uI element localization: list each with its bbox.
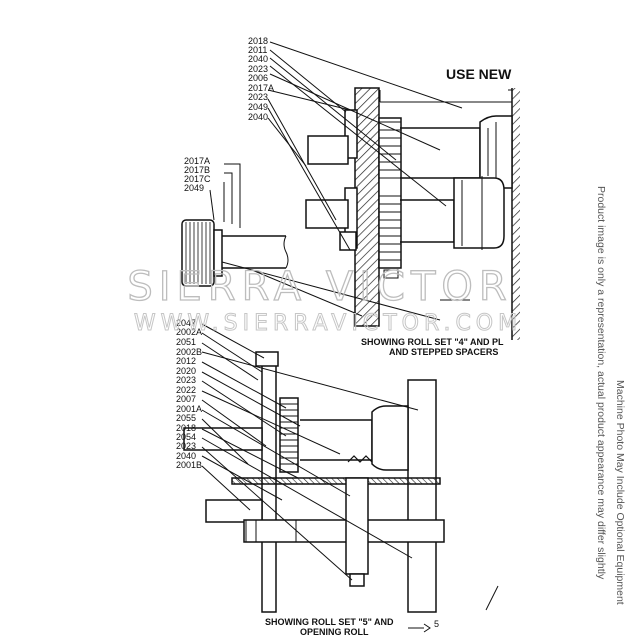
part-label: 2054: [176, 432, 196, 442]
part-label: 2023: [248, 92, 268, 102]
caption-top-line1: SHOWING ROLL SET "4" AND PL: [361, 337, 504, 347]
part-label: 2022: [176, 385, 196, 395]
spacer-gear-detail: [181, 219, 289, 287]
part-label: 2049: [184, 183, 204, 193]
part-label: 2012: [176, 356, 196, 366]
top-leader-lines: [209, 41, 463, 321]
part-label: 2017B: [184, 165, 210, 175]
part-label: 2017A: [248, 83, 274, 93]
part-label: 2040: [176, 451, 196, 461]
heading-use-new: USE NEW: [446, 66, 512, 82]
part-label: 2023: [176, 375, 196, 385]
side-note-line2: Machine Photo May Include Optional Equip…: [614, 380, 626, 605]
part-label: 2017A: [184, 156, 210, 166]
watermark-line2: WWW.SIERRAVICTOR.COM: [134, 311, 522, 336]
part-label: 2040: [248, 54, 268, 64]
part-label: 2017C: [184, 174, 211, 184]
part-label: 2023: [176, 441, 196, 451]
part-label: 2040: [248, 112, 268, 122]
bottom-mark: 5: [434, 619, 439, 629]
bottom-leader-lines: [201, 323, 419, 581]
watermark-line1: SIERRA VICTOR: [127, 264, 512, 310]
caption-bottom-line1: SHOWING ROLL SET "5" AND: [265, 617, 394, 627]
side-note-line1: Product image is only a representation, …: [595, 186, 607, 580]
watermark: SIERRA VICTOR WWW.SIERRAVICTOR.COM: [127, 263, 522, 336]
part-label: 2055: [176, 413, 196, 423]
part-label: 2023: [248, 64, 268, 74]
part-label: 2001A: [176, 404, 202, 414]
caption-bottom-line2: OPENING ROLL: [300, 627, 369, 637]
part-label: 2001B: [176, 460, 202, 470]
part-label: 2018: [248, 36, 268, 46]
part-label: 2006: [248, 73, 268, 83]
caption-top-line2: AND STEPPED SPACERS: [389, 347, 498, 357]
part-label: 2047: [176, 318, 196, 328]
bottom-part-labels: 2047 2002A 2051 2002B 2012 2020 2023 202…: [176, 318, 202, 470]
top-part-labels: 2018 2011 2040 2023 2006 2017A 2023 2049…: [184, 36, 274, 193]
part-label: 2002B: [176, 347, 202, 357]
part-label: 2007: [176, 394, 196, 404]
part-label: 2002A: [176, 327, 202, 337]
part-label: 2020: [176, 366, 196, 376]
side-disclaimer: Product image is only a representation, …: [595, 186, 626, 605]
top-assembly-drawing: [305, 87, 520, 340]
part-label: 2051: [176, 337, 196, 347]
part-label: 2011: [248, 45, 267, 55]
part-label: 2018: [176, 423, 196, 433]
part-label: 2049: [248, 102, 268, 112]
